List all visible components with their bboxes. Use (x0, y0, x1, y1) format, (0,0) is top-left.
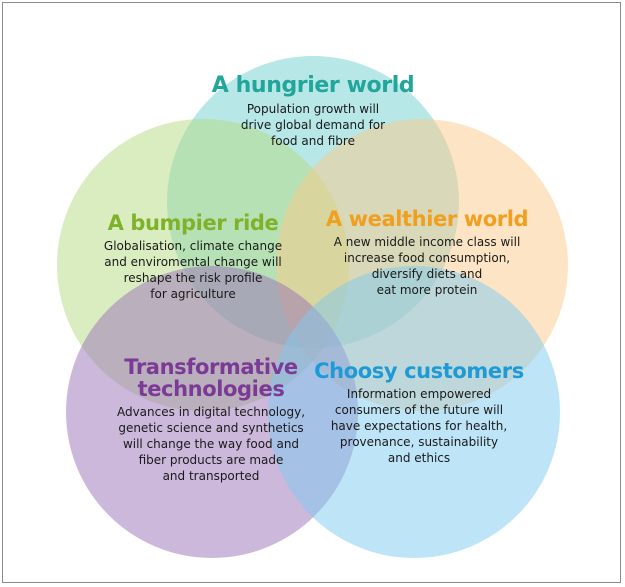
choosy-customers-title: Choosy customers (314, 359, 524, 383)
description-line: fiber products are made (138, 453, 284, 468)
description-line: genetic science and synthetics (118, 421, 304, 436)
description-line: have expectations for health, (330, 419, 508, 434)
description-line: Advances in digital technology, (116, 405, 306, 420)
description-line: consumers of the future will (334, 403, 504, 418)
description-line: food and fibre (271, 134, 355, 149)
bumpier-ride-title: A bumpier ride (107, 211, 279, 235)
description-line: diversify diets and (371, 267, 483, 282)
description-line: and transported (162, 469, 260, 484)
description-line: provenance, sustainability (339, 435, 499, 450)
region-wealthier-world: A wealthier world A new middle income cl… (318, 208, 536, 298)
description-line: drive global demand for (240, 118, 386, 133)
description-line: A new middle income class will (333, 235, 521, 250)
wealthier-world-title: A wealthier world (325, 207, 529, 231)
circle-transformative-technologies (66, 266, 358, 558)
description-line: Population growth will (246, 102, 380, 117)
region-transformative-technologies: Transformative technologies Advances in … (100, 356, 322, 484)
description-line: eat more protein (376, 283, 478, 298)
description-line: will change the way food and (122, 437, 300, 452)
transformative-title-line: Transformative (124, 355, 298, 379)
description-line: and enviromental change will (104, 255, 282, 270)
description-line: and ethics (387, 451, 451, 466)
description-line: for agriculture (150, 287, 236, 302)
hungrier-world-title: A hungrier world (211, 73, 415, 98)
region-bumpier-ride: A bumpier ride Globalisation, climate ch… (88, 212, 298, 302)
description-line: Globalisation, climate change (103, 239, 283, 254)
description-line: increase food consumption, (343, 251, 511, 266)
description-line: reshape the risk profile (123, 271, 263, 286)
transformative-technologies-title: Transformative technologies (100, 356, 322, 400)
description-line: Information empowered (346, 387, 492, 402)
circle-choosy-customers (268, 266, 560, 558)
transformative-technologies-description: Advances in digital technology,genetic s… (100, 404, 322, 484)
transformative-title-line: technologies (137, 377, 285, 402)
